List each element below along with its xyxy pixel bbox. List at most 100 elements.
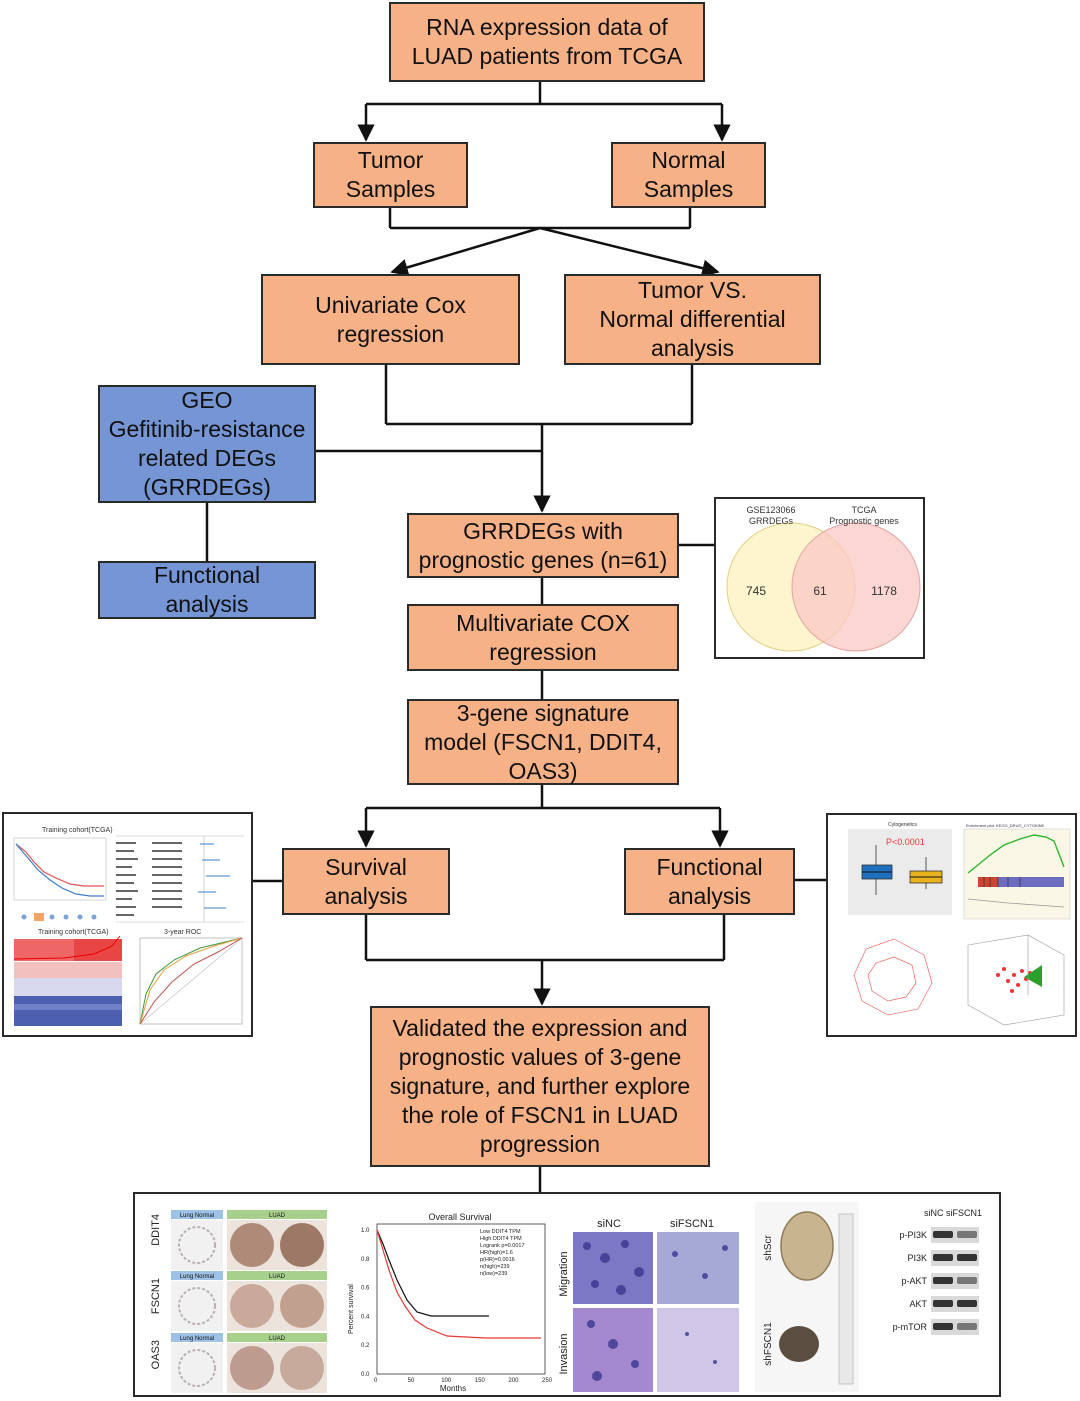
survival-title-2: Training cohort(TCGA) — [38, 929, 109, 936]
ihc-col-luad-1: LUAD — [269, 1213, 286, 1219]
tumor-label-2: shFSCN1 — [763, 1322, 774, 1366]
venn-diagram-panel: GSE123066 GRRDEGs TCGA Prognostic genes … — [714, 497, 925, 659]
km-legend-item: High DDIT4 TPM — [480, 1236, 522, 1242]
km-xlabel: Months — [440, 1384, 466, 1393]
western-blot-section: siNC siFSCN1 p-PI3K PI3K p-AKT AKT p-mTOR — [893, 1208, 982, 1335]
km-xtick: 150 — [475, 1378, 486, 1384]
wb-band-sinc — [933, 1323, 953, 1330]
km-ytick: 0.8 — [361, 1257, 370, 1263]
functional-analysis-right-box: Functional analysis — [624, 848, 795, 915]
km-low-line — [376, 1229, 489, 1317]
km-xtick: 0 — [374, 1378, 378, 1384]
tumor-label-1: shScr — [763, 1235, 774, 1261]
venn-right-count: 1178 — [871, 584, 897, 598]
venn-overlap-count: 61 — [813, 584, 827, 598]
km-ytick: 1.0 — [361, 1228, 370, 1234]
rna-expression-box: RNA expression data of LUAD patients fro… — [389, 2, 705, 82]
km-legend-item: Logrank p=0.0017 — [480, 1243, 525, 1249]
venn-circle-right — [791, 522, 921, 652]
wb-row-label: p-mTOR — [893, 1322, 928, 1332]
assay-row-2: Invasion — [558, 1334, 570, 1375]
wb-band-sinc — [933, 1277, 953, 1284]
tumor-samples-box: Tumor Samples — [313, 142, 468, 208]
km-ytick: 0.0 — [361, 1372, 370, 1378]
wb-band-sifscn1 — [957, 1231, 977, 1238]
km-xtick: 200 — [508, 1378, 519, 1384]
survival-figure: Training cohort(TCGA) Training cohort(TC… — [13, 827, 244, 1026]
wb-band-sifscn1 — [957, 1323, 977, 1330]
wb-band-sinc — [933, 1254, 953, 1261]
km-yticks: 0.0 0.2 0.4 0.6 0.8 1.0 — [361, 1228, 370, 1378]
box-plot-title: Cytogenetics — [888, 822, 917, 828]
km-title: Overall Survival — [428, 1212, 491, 1222]
tumor-vs-normal-box: Tumor VS. Normal differential analysis — [564, 274, 821, 365]
wb-row-label: p-PI3K — [899, 1230, 927, 1240]
roc-title: 3-year ROC — [164, 929, 201, 936]
survival-analysis-box: Survival analysis — [282, 848, 450, 915]
wb-band-sinc — [933, 1231, 953, 1238]
univariate-cox-box: Univariate Cox regression — [261, 274, 520, 365]
validation-figure-panel: DDIT4 FSCN1 OAS3 Lung Normal LUAD Lung N… — [133, 1192, 1001, 1397]
assay-row-1: Migration — [558, 1251, 570, 1296]
multivariate-cox-box: Multivariate COX regression — [407, 604, 679, 671]
wb-row-label: AKT — [909, 1299, 927, 1309]
survival-title-1: Training cohort(TCGA) — [42, 827, 113, 834]
normal-samples-box: Normal Samples — [611, 142, 766, 208]
km-ytick: 0.2 — [361, 1343, 370, 1349]
km-legend-item: Low DDIT4 TPM — [480, 1229, 521, 1235]
km-ytick: 0.6 — [361, 1286, 370, 1292]
functional-analysis-left-box: Functional analysis — [98, 561, 316, 619]
wb-band-sifscn1 — [957, 1277, 977, 1284]
validated-box: Validated the expression and prognostic … — [370, 1006, 710, 1167]
venn-right-label-2: Prognostic genes — [829, 516, 899, 526]
box-plot-pvalue: P<0.0001 — [886, 837, 925, 847]
km-ylabel: Percent survival — [348, 1284, 355, 1334]
wb-cols: siNC siFSCN1 — [924, 1208, 982, 1218]
ihc-row-label-2: FSCN1 — [150, 1278, 162, 1314]
functional-figure-panel: Cytogenetics P<0.0001 Enrichment plot: K… — [826, 813, 1077, 1037]
wb-row-label: p-AKT — [901, 1276, 927, 1286]
validation-figure: DDIT4 FSCN1 OAS3 Lung Normal LUAD Lung N… — [150, 1202, 982, 1393]
venn-left-label-1: GSE123066 — [746, 505, 795, 515]
km-legend-item: n(low)=239 — [480, 1271, 507, 1277]
km-xtick: 100 — [441, 1378, 452, 1384]
geo-grrdegs-box: GEO Gefitinib-resistance related DEGs (G… — [98, 385, 316, 503]
assay-col-1: siNC — [597, 1218, 621, 1230]
km-plot: Overall Survival Percent survival Months… — [348, 1212, 553, 1393]
ihc-row-label-3: OAS3 — [150, 1340, 162, 1369]
wb-band-sinc — [933, 1300, 953, 1307]
gsea-title: Enrichment plot: KEGG_DRUG_CYTOKINE — [966, 823, 1045, 828]
tumor-section: shScr shFSCN1 — [755, 1202, 859, 1392]
functional-figure: Cytogenetics P<0.0001 Enrichment plot: K… — [848, 822, 1071, 1026]
venn-left-count: 745 — [746, 584, 766, 598]
wb-row-labels: p-PI3K PI3K p-AKT AKT p-mTOR — [893, 1230, 928, 1332]
km-xtick: 250 — [542, 1378, 553, 1384]
ihc-col-luad-2: LUAD — [269, 1274, 286, 1280]
ihc-col-luad-3: LUAD — [269, 1336, 286, 1342]
wb-bands — [931, 1227, 979, 1335]
ihc-row-label-1: DDIT4 — [150, 1214, 162, 1246]
km-legend-item: p(HR)=0.0016 — [480, 1257, 515, 1263]
assay-col-2: siFSCN1 — [670, 1218, 714, 1230]
gene-signature-box: 3-gene signature model (FSCN1, DDIT4, OA… — [407, 699, 679, 785]
venn-right-label-1: TCGA — [851, 505, 876, 515]
ihc-col-normal-1: Lung Normal — [180, 1213, 214, 1219]
km-high-line — [376, 1229, 541, 1339]
km-ytick: 0.4 — [361, 1314, 370, 1320]
ihc-section: DDIT4 FSCN1 OAS3 Lung Normal LUAD Lung N… — [150, 1210, 327, 1393]
ihc-col-normal-2: Lung Normal — [180, 1274, 214, 1280]
wb-band-sifscn1 — [957, 1300, 977, 1307]
wb-row-label: PI3K — [907, 1253, 927, 1263]
km-xticks: 0 50 100 150 200 250 — [374, 1378, 553, 1384]
survival-figure-panel: Training cohort(TCGA) Training cohort(TC… — [2, 812, 253, 1037]
venn-diagram: GSE123066 GRRDEGs TCGA Prognostic genes … — [726, 505, 921, 652]
km-xtick: 50 — [408, 1378, 415, 1384]
venn-left-label-2: GRRDEGs — [749, 516, 794, 526]
grrdegs-prognostic-box: GRRDEGs with prognostic genes (n=61) — [407, 513, 679, 578]
assay-section: siNC siFSCN1 Migration Invasion — [558, 1218, 739, 1392]
wb-band-sifscn1 — [957, 1254, 977, 1261]
ihc-col-normal-3: Lung Normal — [180, 1336, 214, 1342]
km-legend-item: HR(high)=1.6 — [480, 1250, 513, 1256]
